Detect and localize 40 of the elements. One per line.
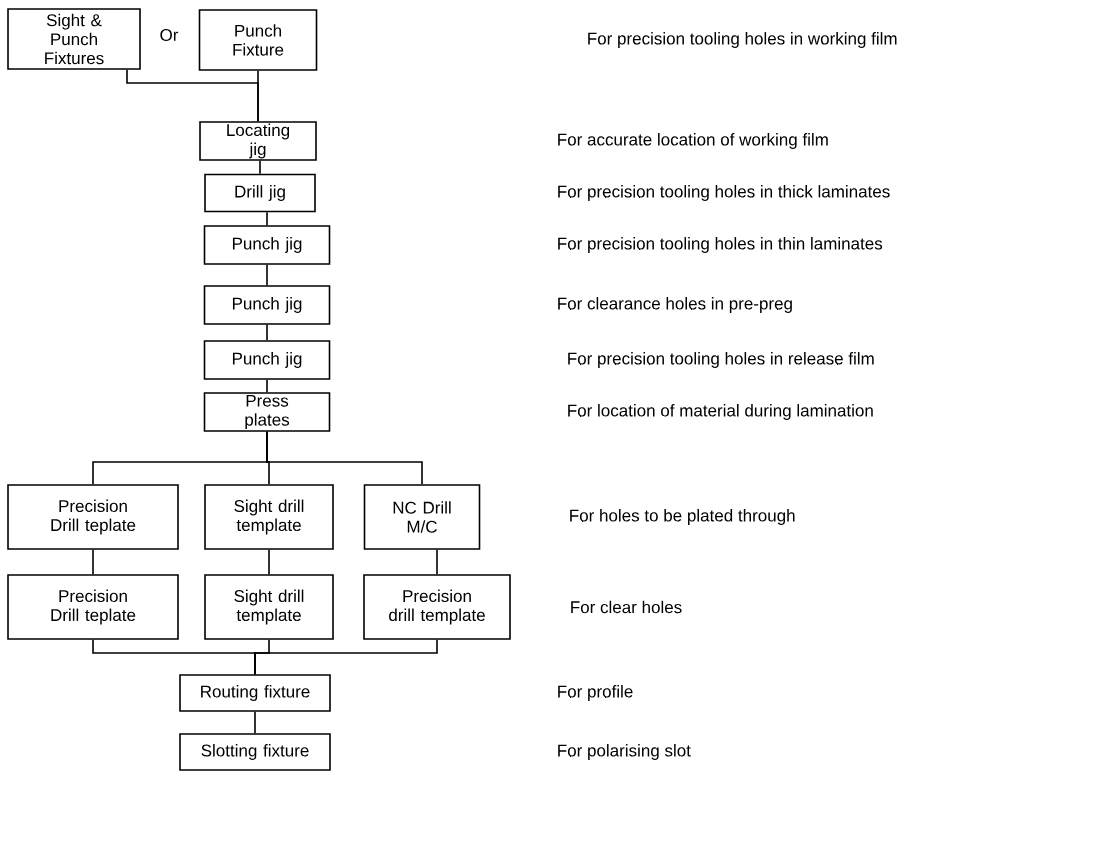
connector-line (266, 264, 268, 286)
description-text: For clear holes (571, 600, 682, 614)
process-box: Sight drill template (204, 574, 334, 640)
connector-line (266, 211, 268, 226)
connector-line (268, 549, 270, 575)
process-box: Precision drill template (363, 574, 511, 640)
description-text: For precision tooling holes in thin laminates (558, 237, 883, 253)
process-box: Punch jig (203, 285, 331, 325)
description-text: For profile (558, 685, 633, 701)
description-text: For precision tooling holes in working film (588, 32, 897, 48)
description-text: For polarising slot (558, 744, 691, 760)
process-box: Sight drill template (204, 484, 334, 550)
connector-line (266, 324, 268, 341)
process-box: Sight & Punch Fixtures (7, 8, 141, 70)
connector-line (266, 431, 423, 485)
description-text: For accurate location of working film (558, 133, 828, 149)
connector-line (257, 70, 259, 122)
process-box: Punch jig (203, 340, 331, 380)
process-box: Precision Drill teplate (7, 574, 179, 640)
description-text: For precision tooling holes in thick laminates (558, 185, 890, 201)
process-box: Punch jig (203, 225, 331, 265)
process-box: Precision Drill teplate (7, 484, 179, 550)
description-text: For clearance holes in pre-preg (558, 297, 792, 313)
process-box: Routing fixture (179, 674, 331, 712)
process-box: Drill jig (204, 173, 316, 213)
connector-line (254, 639, 438, 675)
connector-line (266, 379, 268, 393)
process-box: Slotting fixture (179, 733, 331, 771)
connector-word: Or (160, 29, 179, 41)
connector-line (259, 160, 261, 175)
description-text: For holes to be plated through (570, 509, 795, 525)
connector-line (92, 549, 94, 575)
connector-line (436, 549, 438, 575)
process-box: NC Drill M/C (363, 484, 481, 550)
connector-line (254, 711, 256, 734)
process-box: Press plates (203, 392, 331, 432)
description-text: For location of material during lamination (568, 404, 873, 420)
description-text: For precision tooling holes in release film (568, 352, 874, 368)
process-box: Punch Fixture (198, 9, 318, 71)
process-box: Locating jig (199, 121, 317, 161)
